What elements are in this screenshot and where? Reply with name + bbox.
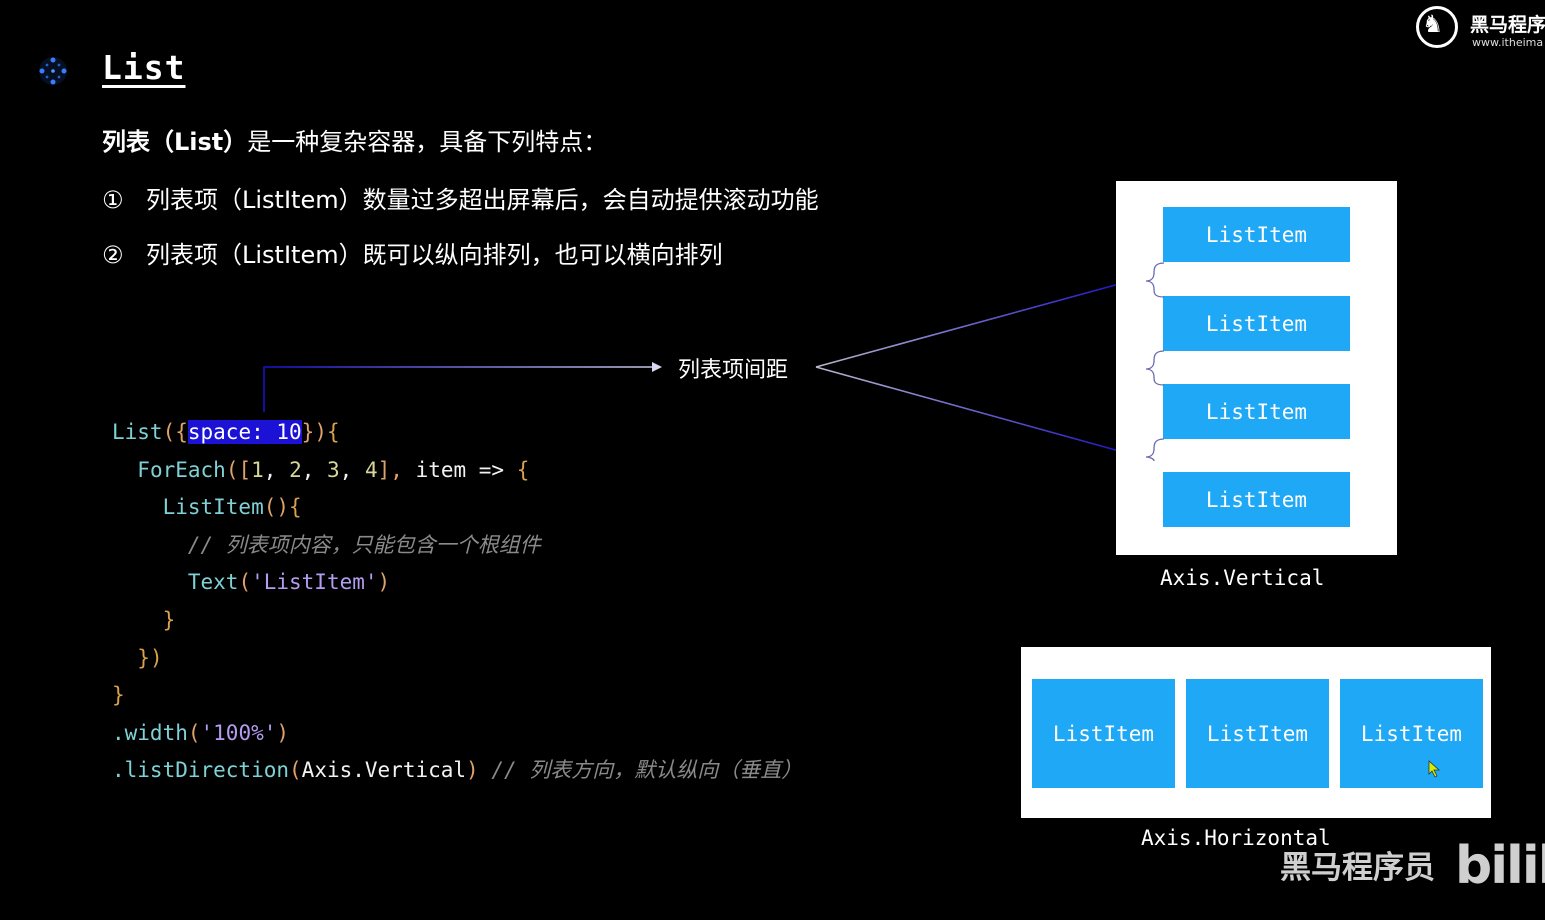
code-line: List({space: 10}){: [112, 414, 802, 452]
feature-item: ① 列表项（ListItem）数量过多超出屏幕后，会自动提供滚动功能: [102, 180, 819, 215]
code-token: ([: [225, 457, 252, 482]
list-item: ListItem: [1340, 679, 1483, 788]
code-token: Axis.Vertical: [301, 758, 467, 783]
list-item: ListItem: [1163, 472, 1350, 527]
horizontal-axis-label: Axis.Horizontal: [1141, 826, 1331, 850]
code-token: {: [516, 457, 530, 482]
code-token: ): [377, 570, 391, 595]
code-token: 1: [251, 457, 264, 482]
code-line: Text('ListItem'): [112, 564, 802, 602]
code-block: List({space: 10}){ ForEach([1, 2, 3, 4],…: [112, 414, 802, 790]
sparkle-icon: [39, 57, 67, 85]
slide-title: List: [102, 48, 186, 87]
code-line: }: [112, 602, 802, 640]
code-token: .listDirection: [112, 758, 290, 783]
code-token: 2: [289, 457, 302, 482]
code-token: (: [289, 758, 302, 783]
watermark-text: 黑马程序员: [1280, 850, 1435, 886]
code-token: (: [187, 720, 201, 745]
code-token: (): [263, 495, 290, 520]
spacing-arrow-3: [815, 366, 1131, 455]
arrowhead: [652, 362, 662, 372]
itheima-logo: ♞ 黑马程序 www.itheima: [1412, 4, 1545, 54]
feature-text: 列表项（ListItem）数量过多超出屏幕后，会自动提供滚动功能: [146, 186, 819, 214]
list-item: ListItem: [1032, 679, 1175, 788]
horse-icon: ♞: [1422, 10, 1444, 38]
code-comment: // 列表方向，默认纵向（垂直）: [478, 758, 803, 783]
logo-url: www.itheima: [1472, 36, 1544, 49]
feature-number: ①: [102, 186, 124, 214]
feature-number: ②: [102, 241, 124, 269]
code-token: .width: [112, 720, 188, 745]
spacing-brace-icons: [1145, 262, 1165, 461]
code-line: }: [112, 677, 802, 715]
mouse-cursor-icon: [1428, 760, 1441, 778]
intro-text: 是一种复杂容器，具备下列特点：: [247, 128, 608, 156]
code-token: Text: [187, 570, 239, 595]
logo-name: 黑马程序: [1470, 14, 1545, 36]
code-token: ForEach: [137, 457, 226, 482]
bilibili-logo: bilib: [1455, 836, 1545, 896]
intro-line: 列表（List）是一种复杂容器，具备下列特点：: [102, 122, 607, 157]
code-token: item =>: [402, 457, 517, 482]
code-token: 3: [327, 457, 340, 482]
horse-logo-icon: [1416, 6, 1458, 48]
code-token: {: [289, 495, 302, 520]
horizontal-list-demo: ListItem ListItem ListItem: [1021, 647, 1491, 818]
code-token: {: [326, 420, 340, 444]
code-token: }: [112, 683, 125, 708]
code-line: ListItem(){: [112, 489, 802, 527]
spacing-annotation: 列表项间距: [678, 358, 789, 383]
code-line: ForEach([1, 2, 3, 4], item => {: [137, 457, 530, 482]
code-line: }): [112, 640, 802, 678]
code-token: 4: [364, 457, 378, 482]
feature-item: ② 列表项（ListItem）既可以纵向排列，也可以横向排列: [102, 235, 723, 270]
code-token: '100%': [200, 720, 277, 745]
code-token: ],: [377, 457, 403, 482]
code-line: .width('100%'): [112, 715, 802, 753]
code-token: ): [466, 758, 479, 783]
list-item: ListItem: [1163, 296, 1350, 351]
code-token: (: [238, 570, 252, 595]
feature-text: 列表项（ListItem）既可以纵向排列，也可以横向排列: [146, 241, 723, 269]
brace-icon: [1145, 438, 1165, 461]
list-item: ListItem: [1163, 384, 1350, 439]
code-line: .listDirection(Axis.Vertical) // 列表方向，默认…: [112, 752, 802, 790]
brace-icon: [1145, 350, 1165, 386]
code-token: ({: [162, 420, 188, 444]
list-item: ListItem: [1163, 207, 1350, 262]
code-highlight: space: 10: [187, 420, 302, 444]
list-item: ListItem: [1186, 679, 1329, 788]
code-token: }: [162, 607, 176, 632]
code-token: ListItem: [162, 495, 264, 520]
code-token: List: [112, 420, 163, 444]
vertical-axis-label: Axis.Vertical: [1160, 566, 1325, 590]
code-line: // 列表项内容，只能包含一个根组件: [112, 527, 802, 565]
code-token: 'ListItem': [251, 570, 378, 595]
code-token: }): [301, 420, 327, 444]
intro-term: 列表（List）: [102, 128, 248, 156]
highlight-connector: [263, 366, 652, 412]
code-token: }): [137, 645, 163, 670]
code-token: ): [276, 720, 290, 745]
spacing-arrow-1: [815, 280, 1131, 368]
vertical-list-demo: ListItem ListItem ListItem ListItem: [1116, 181, 1397, 555]
brace-icon: [1145, 262, 1165, 298]
code-comment: // 列表项内容，只能包含一个根组件: [187, 532, 541, 557]
